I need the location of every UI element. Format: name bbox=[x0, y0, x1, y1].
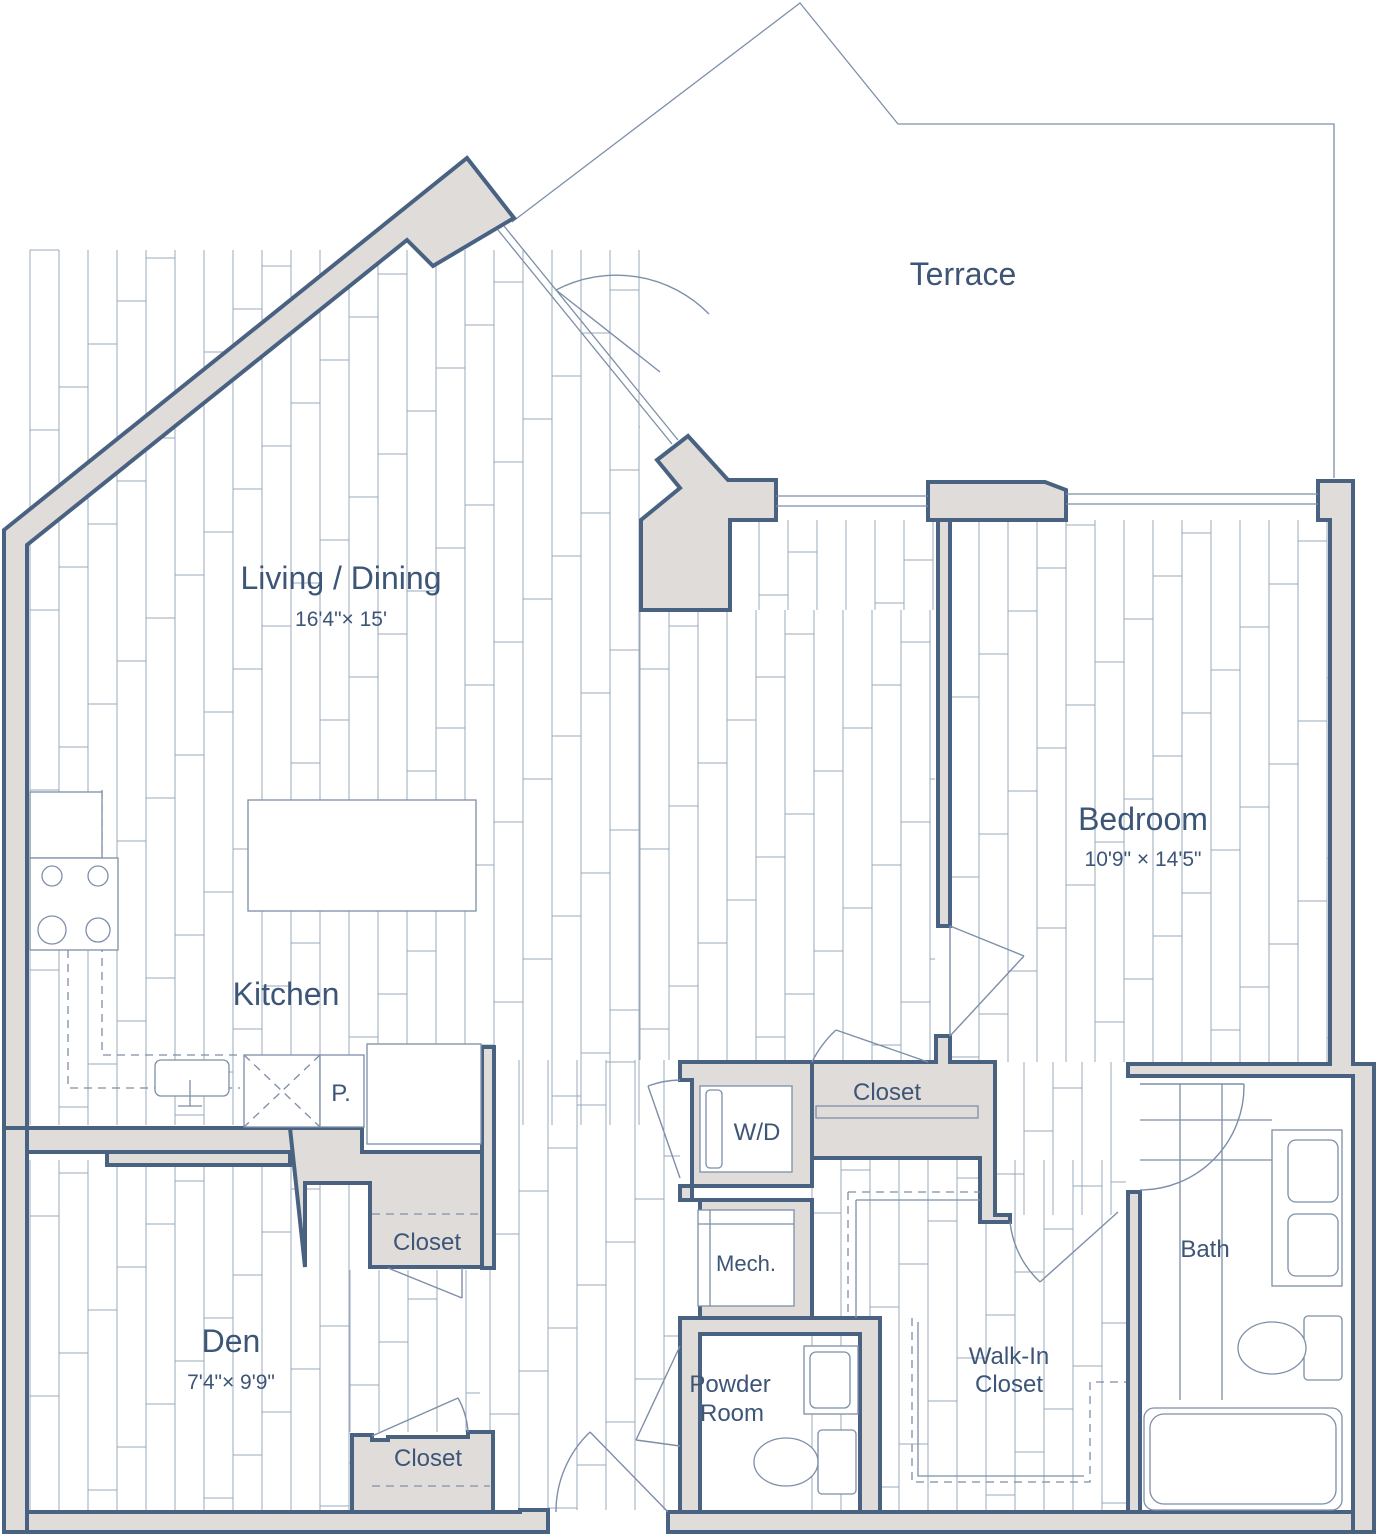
bathtub bbox=[1143, 1407, 1343, 1511]
doors bbox=[371, 274, 1245, 1513]
refrigerator-top bbox=[29, 791, 103, 859]
burner-3 bbox=[37, 915, 67, 945]
door-terrace bbox=[555, 274, 710, 373]
walkin-shelves-inner bbox=[855, 1199, 1084, 1477]
washer-dryer-inner bbox=[705, 1089, 723, 1169]
powder-room-label-2: Room bbox=[700, 1400, 764, 1427]
powder-fixtures bbox=[753, 1345, 859, 1495]
column-bedroom bbox=[926, 480, 1068, 522]
walkin-shelves bbox=[847, 1191, 1126, 1483]
bath-tile-grid bbox=[1140, 1084, 1272, 1400]
kitchen-fixtures bbox=[29, 790, 482, 1145]
bedroom-dimensions: 10'9" × 14'5" bbox=[1085, 848, 1202, 871]
wall-powder bbox=[678, 1316, 882, 1514]
door-laundry bbox=[647, 1079, 681, 1179]
kitchen-label: Kitchen bbox=[233, 976, 340, 1012]
powder-sink bbox=[809, 1351, 851, 1409]
walk-in-closet-label-2: Closet bbox=[975, 1371, 1043, 1398]
laundry-fixtures bbox=[372, 1085, 979, 1487]
mech-box bbox=[697, 1209, 795, 1307]
pantry-label: P. bbox=[331, 1080, 351, 1107]
pantry-box bbox=[319, 1054, 365, 1128]
terrace-outline bbox=[511, 2, 1335, 478]
wall-kitchen-den bbox=[287, 1126, 487, 1269]
exterior-wall-right bbox=[1126, 479, 1376, 1534]
window-bedroom-right bbox=[1066, 493, 1318, 505]
door-den-closet-lower bbox=[371, 1397, 469, 1437]
mech-lines bbox=[698, 1210, 794, 1306]
burner-2 bbox=[87, 865, 109, 887]
door-closet-bedroom bbox=[811, 1029, 929, 1063]
closet-shelf bbox=[815, 1105, 979, 1119]
living-dining-dimensions: 16'4"× 15' bbox=[295, 608, 387, 631]
kitchen-sink bbox=[154, 1059, 230, 1097]
window-bedroom-left bbox=[776, 495, 928, 507]
den-closet-lower-label: Closet bbox=[394, 1445, 462, 1472]
door-walkin bbox=[1009, 1211, 1119, 1283]
exterior-wall-bottom bbox=[666, 1510, 1376, 1534]
door-powder bbox=[635, 1345, 681, 1447]
dishwasher-x bbox=[243, 1054, 321, 1128]
den-label: Den bbox=[202, 1323, 261, 1359]
powder-toilet-tank bbox=[817, 1429, 857, 1495]
burner-1 bbox=[41, 865, 63, 887]
wall-den-right bbox=[105, 1150, 292, 1167]
bath-vanity bbox=[1271, 1129, 1343, 1287]
kitchen-island bbox=[247, 799, 477, 912]
den-dimensions: 7'4"× 9'9" bbox=[187, 1371, 275, 1394]
room-labels: Terrace Living / Dining 16'4"× 15' Kitch… bbox=[187, 256, 1230, 1472]
closet-bedroom-label: Closet bbox=[853, 1079, 921, 1106]
wall-kitchen-right bbox=[480, 1045, 496, 1270]
powder-room-label-1: Powder bbox=[689, 1371, 770, 1398]
den-closet-upper-label: Closet bbox=[393, 1229, 461, 1256]
bath-fixtures bbox=[1140, 1084, 1343, 1511]
exterior-wall-left-lower bbox=[2, 1126, 29, 1534]
powder-vanity bbox=[803, 1345, 859, 1415]
refrigerator bbox=[366, 1043, 482, 1145]
wall-bedroom-left bbox=[936, 518, 952, 928]
washer-dryer-box bbox=[699, 1085, 793, 1173]
bathtub-inner bbox=[1149, 1413, 1337, 1505]
door-den-closet-upper bbox=[387, 1267, 463, 1299]
terrace-label: Terrace bbox=[910, 256, 1017, 292]
faucet-icon bbox=[178, 1080, 202, 1107]
bath-sink-1 bbox=[1287, 1139, 1339, 1203]
bedroom-label: Bedroom bbox=[1078, 801, 1208, 837]
bath-toilet-bowl bbox=[1237, 1321, 1307, 1375]
bath-toilet-tank bbox=[1303, 1315, 1343, 1381]
living-dining-label: Living / Dining bbox=[241, 560, 442, 596]
mech-label: Mech. bbox=[716, 1251, 776, 1276]
walk-in-closet-label-1: Walk-In bbox=[969, 1343, 1049, 1370]
door-bath bbox=[1139, 1083, 1245, 1191]
wall-bath-left bbox=[1126, 1190, 1142, 1514]
door-entry bbox=[555, 1431, 669, 1513]
bath-sink-2 bbox=[1287, 1213, 1339, 1277]
bath-label: Bath bbox=[1180, 1236, 1229, 1263]
door-bedroom bbox=[949, 925, 1025, 1037]
washer-dryer-label: W/D bbox=[734, 1119, 781, 1146]
column-terrace bbox=[639, 433, 778, 612]
powder-toilet-bowl bbox=[753, 1437, 819, 1487]
windows bbox=[497, 225, 1318, 507]
wall-den-closet bbox=[350, 1430, 495, 1514]
burner-4 bbox=[85, 917, 111, 943]
wall-closet-bedroom bbox=[810, 1034, 1012, 1224]
window-living bbox=[497, 225, 679, 445]
